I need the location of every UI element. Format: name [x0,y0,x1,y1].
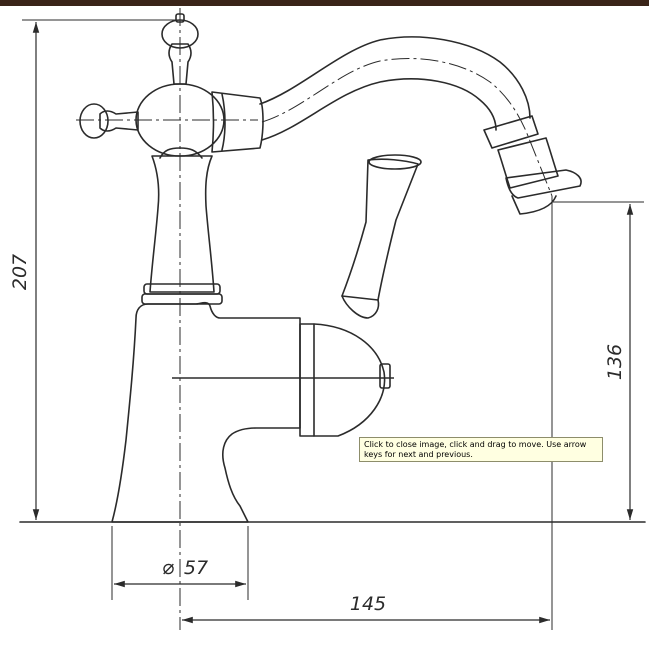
dim-label-spout-reach: 145 [350,593,386,615]
faucet-body-column [149,155,215,293]
dim-label-height: 207 [9,254,31,290]
spout-tube-inner [261,78,497,141]
dim-label-spout-height: 136 [604,344,626,380]
diameter-symbol: ⌀ [162,555,174,579]
top-handle-stem [168,43,192,85]
spout-collar-ring [221,93,226,151]
window-top-bar [0,0,649,6]
spout-centerline [261,58,553,197]
cartridge-dome [313,323,386,437]
spout-nozzle-head [497,137,559,189]
spout-aerator [505,169,582,199]
cartridge-body [299,323,315,437]
spout-nozzle-ring [483,115,539,149]
tooltip-text: Click to close image, click and drag to … [364,440,587,459]
lever-base [341,295,380,319]
spout-outlet [511,195,557,215]
cartridge-cap [379,363,391,389]
spout-tube-outer [259,36,531,119]
spout-collar [211,91,264,153]
left-handle-knob [79,103,109,139]
dim-label-base-diameter: 57 [184,557,208,579]
column-ring-lower [141,293,223,305]
lever-top [368,154,422,170]
mixing-lever [341,158,419,301]
viewer-tooltip: Click to close image, click and drag to … [359,437,603,462]
faucet-base [111,301,301,523]
left-handle-stem [99,110,139,132]
